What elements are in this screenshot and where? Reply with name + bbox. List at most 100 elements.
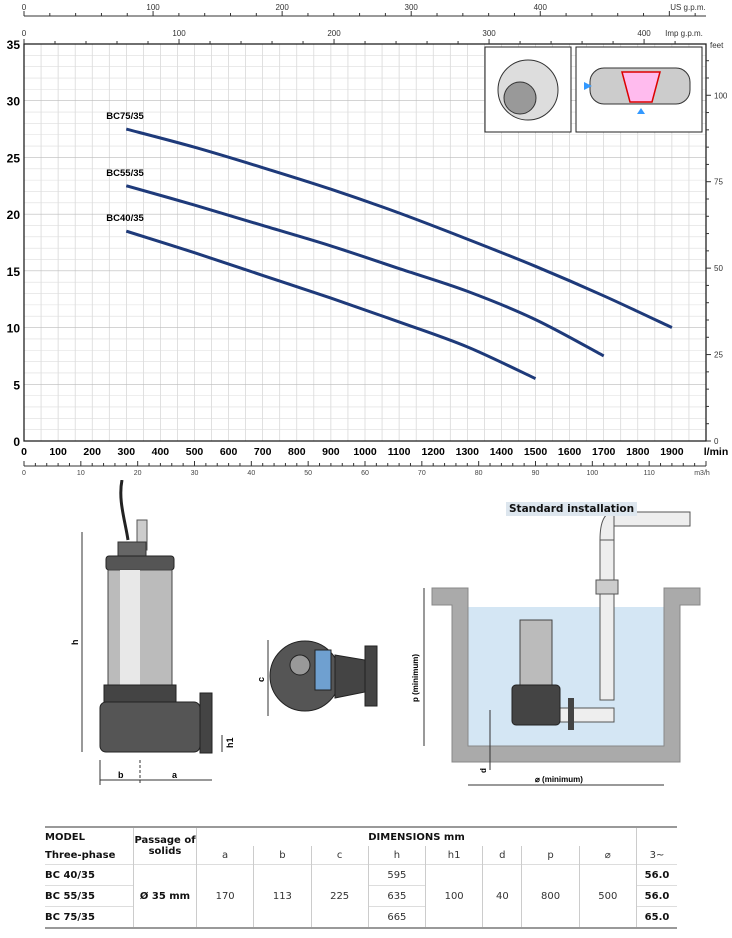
dimensions-table: MODEL Passage of solids DIMENSIONS mm Th… [45, 826, 677, 929]
pump-top-view: c [256, 640, 378, 716]
model-cell: BC 55/35 [45, 885, 134, 907]
phase-header: Three-phase [45, 849, 116, 861]
weight-cell: 65.0 [636, 906, 677, 928]
x-tick-label: 1700 [592, 446, 616, 458]
m3h-tick-label: 20 [134, 470, 142, 477]
d-cell: 40 [482, 864, 522, 928]
inlet-arrow-icon [637, 108, 645, 114]
x-tick-label: 600 [220, 446, 238, 458]
c-cell: 225 [310, 864, 369, 928]
m3h-tick-label: 100 [586, 470, 598, 477]
y-tick-label: 5 [13, 378, 20, 392]
table-row: BC 55/35 635 56.0 [45, 885, 677, 907]
imp-gpm-tick-label: 200 [327, 29, 341, 38]
m3h-tick-label: 30 [191, 470, 199, 477]
curve-label: BC55/35 [106, 168, 144, 179]
x-tick-label: 1300 [456, 446, 480, 458]
curve-bc40-35 [125, 229, 537, 380]
y-tick-label: 30 [7, 95, 21, 109]
curve-label: BC75/35 [106, 111, 144, 122]
h-cell: 665 [367, 906, 426, 928]
y-tick-label: 20 [7, 208, 21, 222]
x-tick-label: 800 [288, 446, 306, 458]
y-tick-label: 15 [7, 265, 21, 279]
h1-cell: 100 [424, 864, 483, 928]
passage-header: Passage of solids [133, 827, 197, 865]
curve-label: BC40/35 [106, 213, 144, 224]
x-tick-label: 1800 [626, 446, 650, 458]
col-p: p [521, 846, 580, 865]
x-tick-label: 1900 [660, 446, 684, 458]
curve-bc55-35 [125, 184, 605, 358]
imp-gpm-axis-label: Imp g.p.m. [665, 29, 703, 38]
us-gpm-tick-label: 0 [22, 3, 27, 12]
feet-axis-label: feet [710, 41, 724, 50]
col-a: a [195, 846, 254, 865]
x-tick-label: 0 [21, 446, 27, 458]
imp-gpm-tick-label: 300 [482, 29, 496, 38]
passage-cell: Ø 35 mm [133, 864, 197, 928]
imp-gpm-tick-label: 400 [637, 29, 651, 38]
col-c: c [310, 846, 369, 865]
col-h1: h1 [424, 846, 483, 865]
us-gpm-axis-label: US g.p.m. [670, 3, 706, 12]
dim-h1-label: h1 [225, 737, 235, 748]
weight-cell: 56.0 [636, 864, 677, 886]
installation-title: Standard installation [506, 502, 638, 516]
model-cell: BC 75/35 [45, 906, 134, 928]
x-tick-label: 1600 [558, 446, 582, 458]
feet-tick-label: 0 [714, 437, 719, 446]
x-tick-label: 500 [186, 446, 204, 458]
m3h-axis-label: m3/h [694, 470, 710, 477]
m3h-tick-label: 0 [22, 470, 26, 477]
m3h-tick-label: 60 [361, 470, 369, 477]
feet-tick-label: 75 [714, 178, 723, 187]
m3h-tick-label: 80 [475, 470, 483, 477]
x-tick-label: 1200 [422, 446, 446, 458]
curve-bc75-35 [125, 127, 673, 329]
dim-h-label: h [70, 640, 80, 646]
col-square: ⌀ [578, 846, 637, 865]
col-weight: 3~ [636, 846, 677, 865]
flow-arrow-icon [584, 82, 592, 90]
col-d: d [482, 846, 522, 865]
x-tick-label: 1400 [490, 446, 514, 458]
square-cell: 500 [578, 864, 637, 928]
x-axis-label: l/min [704, 446, 729, 458]
x-tick-label: 1100 [388, 446, 411, 458]
y-tick-label: 0 [13, 435, 20, 449]
col-h: h [367, 846, 426, 865]
feet-tick-label: 50 [714, 264, 723, 273]
x-tick-label: 400 [152, 446, 170, 458]
h-cell: 635 [367, 885, 426, 907]
weight-cell: 56.0 [636, 885, 677, 907]
x-tick-label: 700 [254, 446, 272, 458]
m3h-tick-label: 10 [77, 470, 85, 477]
m3h-tick-label: 70 [418, 470, 426, 477]
dim-d-label: d [479, 768, 488, 773]
table-row: BC 40/35 Ø 35 mm 170 113 225 595 100 40 … [45, 864, 677, 928]
h-cell: 595 [367, 864, 426, 886]
impeller-hub-icon [503, 81, 537, 115]
b-cell: 113 [253, 864, 311, 928]
imp-gpm-tick-label: 0 [22, 29, 27, 38]
a-cell: 170 [195, 864, 254, 928]
us-gpm-tick-label: 200 [275, 3, 289, 12]
x-tick-label: 1500 [524, 446, 548, 458]
model-cell: BC 40/35 [45, 864, 134, 886]
feet-tick-label: 25 [714, 351, 723, 360]
x-tick-label: 200 [83, 446, 101, 458]
m3h-tick-label: 110 [644, 470, 655, 477]
y-tick-label: 25 [7, 151, 21, 165]
model-header: MODEL [45, 831, 85, 843]
y-tick-label: 10 [7, 322, 21, 336]
m3h-tick-label: 50 [304, 470, 312, 477]
us-gpm-tick-label: 400 [534, 3, 548, 12]
us-gpm-tick-label: 300 [405, 3, 419, 12]
col-b: b [253, 846, 311, 865]
feet-tick-label: 100 [714, 91, 728, 100]
dim-p-label: p (minimum) [411, 654, 420, 702]
y-tick-label: 35 [7, 38, 21, 52]
dim-a-label: a [172, 770, 178, 780]
